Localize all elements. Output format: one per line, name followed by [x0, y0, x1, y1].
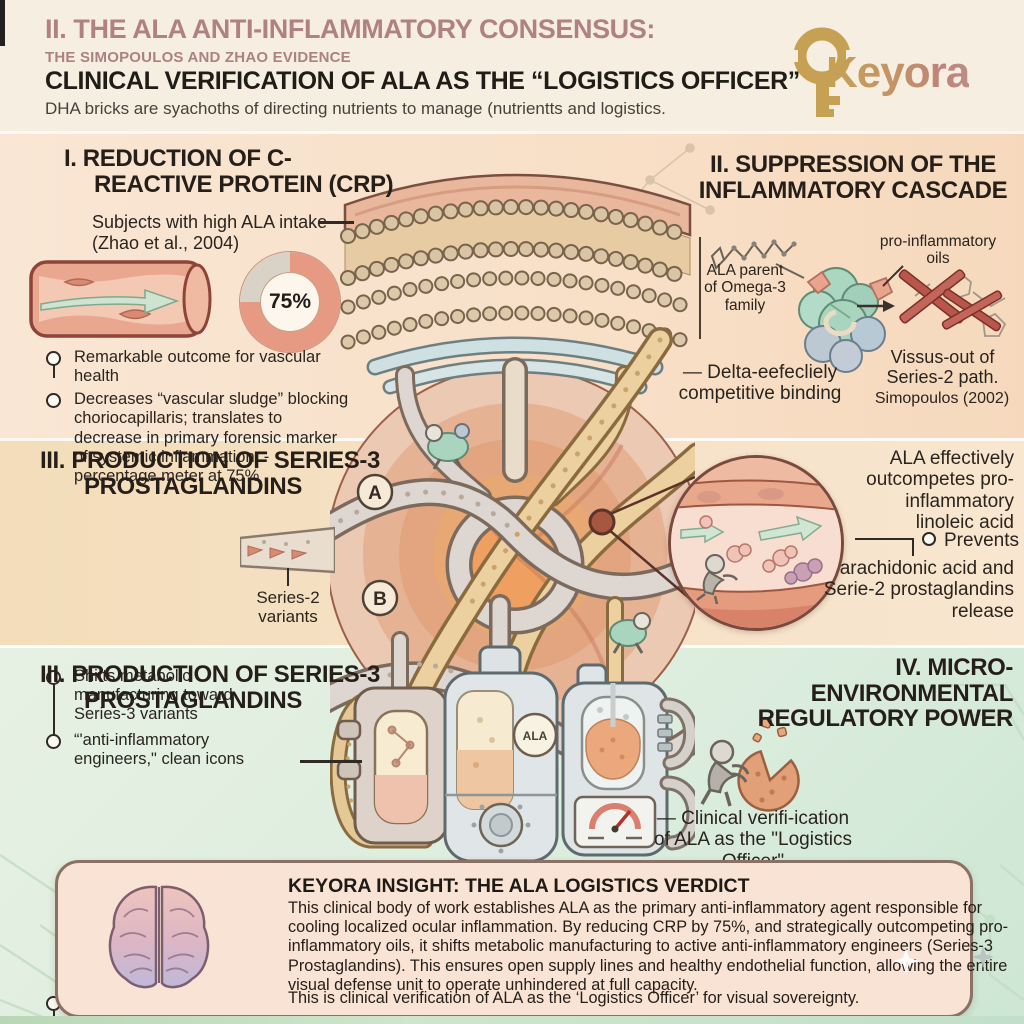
crp-donut-chart: 75% — [240, 252, 340, 352]
section2-divider-line — [699, 237, 701, 339]
inset-worker-figure — [696, 554, 739, 605]
ala-tank: ALA — [443, 645, 559, 860]
list-item: Decreases “vascular sludge” blocking cho… — [46, 390, 356, 486]
section2-heading: II. SUPPRESSION OF THE INFLAMMATORY CASC… — [698, 151, 1008, 204]
insight-footer: This is clinical verification of ALA as … — [288, 989, 860, 1007]
vessel-inset-circle — [668, 455, 844, 631]
series2-variants-label: Series-2 variants — [256, 588, 320, 627]
worker-figure-lower — [609, 612, 651, 654]
section1-heading: I. REDUCTION OF C-REACTIVE PROTEIN (CRP) — [64, 145, 394, 198]
list-item: Shifts metabolic manufacturing toward Se… — [46, 667, 291, 724]
key-icon — [788, 27, 856, 117]
bottom-edge-strip — [0, 1016, 1024, 1024]
insight-body: This clinical body of work establishes A… — [288, 899, 1009, 994]
simopoulos-citation: Simopoulos (2002) — [874, 390, 1010, 407]
section1-leader-line — [318, 221, 354, 224]
worker-figure — [700, 739, 750, 807]
brain-icon — [108, 885, 210, 989]
bullet-circle-icon — [46, 351, 61, 366]
bullet-circle-icon — [46, 393, 61, 409]
page-title: II. THE ALA ANTI-INFLAMMATORY CONSENSUS: — [45, 14, 655, 44]
vissus-label: Vissus-out of Series-2 path. — [886, 347, 999, 388]
section3b-leader-line — [300, 760, 362, 763]
bullet-connector-line — [53, 675, 55, 738]
page-headline: CLINICAL VERIFICATION OF ALA AS THE “LOG… — [45, 67, 800, 95]
pro-inflammatory-oils-label: pro-inflammatory oils — [879, 233, 997, 268]
header-band — [0, 0, 1024, 131]
worker-figure-upper — [425, 423, 470, 470]
list-item: Remarkable outcome for vascular health — [46, 348, 356, 386]
brand-logo: Keyora — [788, 24, 1018, 120]
bullet-circle-icon — [46, 669, 61, 685]
series2-tick-line — [287, 568, 289, 586]
prevents-text: arachidonic acid and Serie-2 prostagland… — [823, 558, 1014, 622]
gauge-panel — [573, 795, 657, 849]
inset-connector-bracket — [855, 538, 914, 556]
label-a-marker: A — [356, 473, 394, 511]
worker-pie-illustration — [700, 716, 800, 812]
insight-heading: KEYORA INSIGHT: THE ALA LOGISTICS VERDIC… — [288, 875, 750, 897]
section1-bullets: Remarkable outcome for vascular health D… — [46, 348, 356, 486]
label-b-marker: B — [361, 579, 399, 617]
blood-vessel-illustration — [29, 260, 212, 338]
series2-pipe-illustration — [240, 526, 335, 574]
section1-citation: (Zhao et al., 2004) — [92, 233, 240, 253]
section4-heading: IV. MICRO-ENVIRONMENTAL REGULATORY POWER — [757, 654, 1014, 733]
bullet-connector-line — [53, 357, 55, 378]
header-accent-tick — [0, 0, 5, 46]
metabolic-machinery: ALA — [330, 645, 695, 860]
central-illustration: A B — [330, 173, 695, 860]
gauge-tank — [561, 663, 673, 857]
section3b-heading: III. PRODUCTION OF SERIES-3 PROSTAGLANDI… — [40, 661, 380, 714]
magnifier-point — [588, 475, 695, 604]
vessel-inset-illustration — [671, 458, 841, 628]
ala-parent-label: ALA parent of Omega-3 family — [704, 262, 786, 314]
enzyme-blob-illustration — [798, 267, 894, 373]
crossed-out-oils-icon — [857, 265, 1007, 337]
brand-name: Keyora — [826, 48, 970, 97]
donut-value: 75% — [261, 273, 319, 331]
bullet-circle-icon — [46, 734, 61, 750]
competitive-binding-label: — Delta-eefecliely competitive binding — [678, 362, 842, 405]
svg-text:B: B — [373, 589, 387, 610]
svg-text:ALA: ALA — [523, 729, 548, 743]
svg-text:A: A — [368, 483, 382, 504]
prevents-label: Prevents — [922, 530, 1019, 551]
list-item: “'anti-inflammatory engineers," clean ic… — [46, 731, 291, 769]
insight-box: KEYORA INSIGHT: THE ALA LOGISTICS VERDIC… — [55, 860, 1008, 1018]
section3a-bullets: Shifts metabolic manufacturing toward Se… — [46, 667, 291, 770]
ala-molecule-icon — [710, 239, 805, 279]
section1-subheading: Subjects with high ALA intake — [92, 212, 328, 232]
inset-caption: ALA effectively outcompetes pro-inflamma… — [866, 448, 1014, 534]
page-description: DHA bricks are syachoths of directing nu… — [45, 99, 666, 118]
bullet-connector-line — [53, 1001, 55, 1024]
bullet-circle-icon — [922, 532, 936, 546]
lipid-bilayer — [340, 173, 695, 395]
section3a-heading: III. PRODUCTION OF SERIES-3 PROSTAGLANDI… — [40, 447, 380, 500]
page-subtitle: THE SIMOPOULOS AND ZHAO EVIDENCE — [45, 49, 351, 66]
